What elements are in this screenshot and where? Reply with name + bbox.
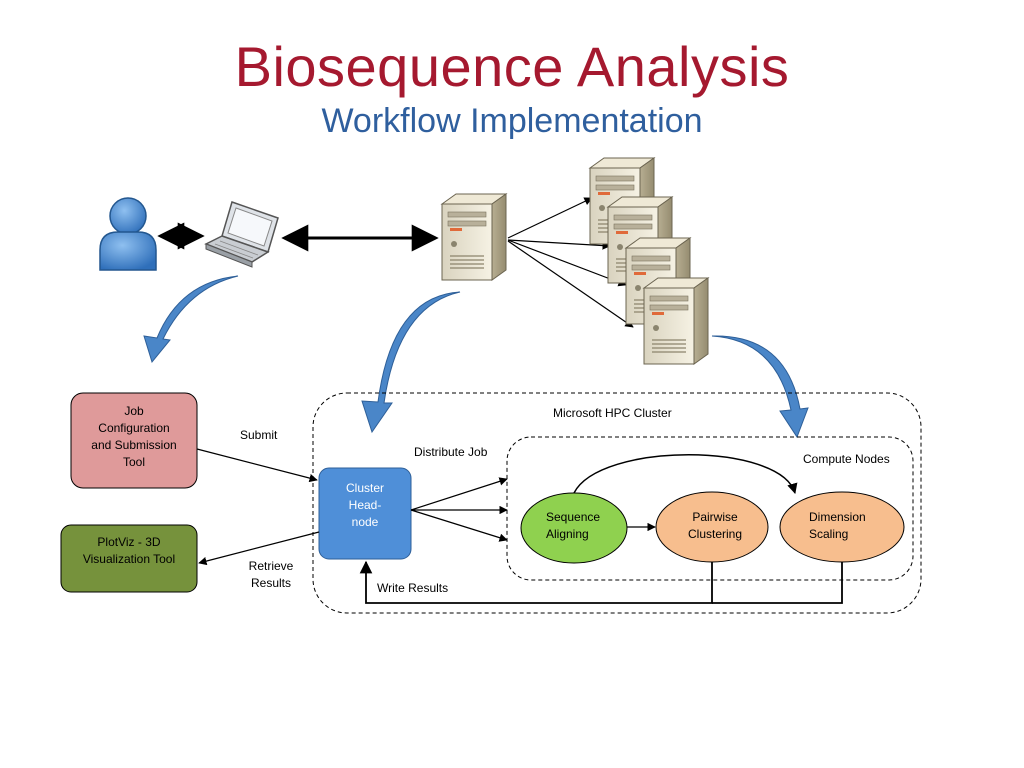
submit-label: Submit xyxy=(240,428,278,442)
pairwise-clustering-node: Pairwise Clustering xyxy=(655,491,769,563)
plotviz-box: PlotViz - 3D Visualization Tool xyxy=(60,524,198,593)
cluster-head-node: Cluster Head- node xyxy=(318,467,412,560)
compute-nodes-boundary xyxy=(506,436,914,581)
submit-arrow xyxy=(196,448,318,483)
dimension-line-2: Scaling xyxy=(809,527,848,541)
distribute-job-label: Distribute Job xyxy=(414,445,488,459)
retrieve-results-arrow xyxy=(198,531,320,566)
server-icon xyxy=(441,193,507,281)
job-tool-line-4: Tool xyxy=(123,455,145,469)
plotviz-line-2: Visualization Tool xyxy=(83,552,175,566)
laptop-icon xyxy=(204,201,279,268)
job-tool-line-2: Configuration xyxy=(98,421,169,435)
job-tool-line-1: Job xyxy=(124,404,144,418)
server-to-headnode-curved-arrow xyxy=(361,291,461,434)
compute-nodes-label: Compute Nodes xyxy=(803,452,890,466)
write-results-label: Write Results xyxy=(377,581,448,595)
pairwise-line-1: Pairwise xyxy=(692,510,738,524)
servers-to-compute-curved-arrow xyxy=(711,335,809,439)
pairwise-line-2: Clustering xyxy=(688,527,742,541)
retrieve-label-line-1: Retrieve xyxy=(249,559,294,573)
page-title: Biosequence Analysis xyxy=(234,35,790,98)
laptop-to-job-curved-arrow xyxy=(143,275,239,364)
head-node-line-2: Head- xyxy=(349,498,382,512)
head-node-line-1: Cluster xyxy=(346,481,384,495)
sequence-to-dimension-arrow xyxy=(573,454,798,495)
user-icon xyxy=(99,197,157,271)
compute-server-icon-4 xyxy=(643,277,709,365)
sequence-aligning-node: Sequence Aligning xyxy=(520,492,628,564)
job-configuration-box: Job Configuration and Submission Tool xyxy=(70,392,198,489)
dimension-line-1: Dimension xyxy=(809,510,866,524)
sequence-line-2: Aligning xyxy=(546,527,589,541)
dimension-scaling-node: Dimension Scaling xyxy=(779,491,905,563)
distribute-job-arrows xyxy=(410,477,508,542)
hpc-cluster-label: Microsoft HPC Cluster xyxy=(553,406,672,420)
retrieve-label-line-2: Results xyxy=(251,576,291,590)
sequence-line-1: Sequence xyxy=(546,510,600,524)
hpc-cluster-boundary xyxy=(312,392,922,614)
write-results-arrow xyxy=(359,560,843,604)
job-tool-line-3: and Submission xyxy=(91,438,176,452)
head-node-line-3: node xyxy=(352,515,379,529)
page-subtitle: Workflow Implementation xyxy=(321,102,703,140)
plotviz-line-1: PlotViz - 3D xyxy=(97,535,160,549)
server-fanout-arrows xyxy=(507,197,634,328)
